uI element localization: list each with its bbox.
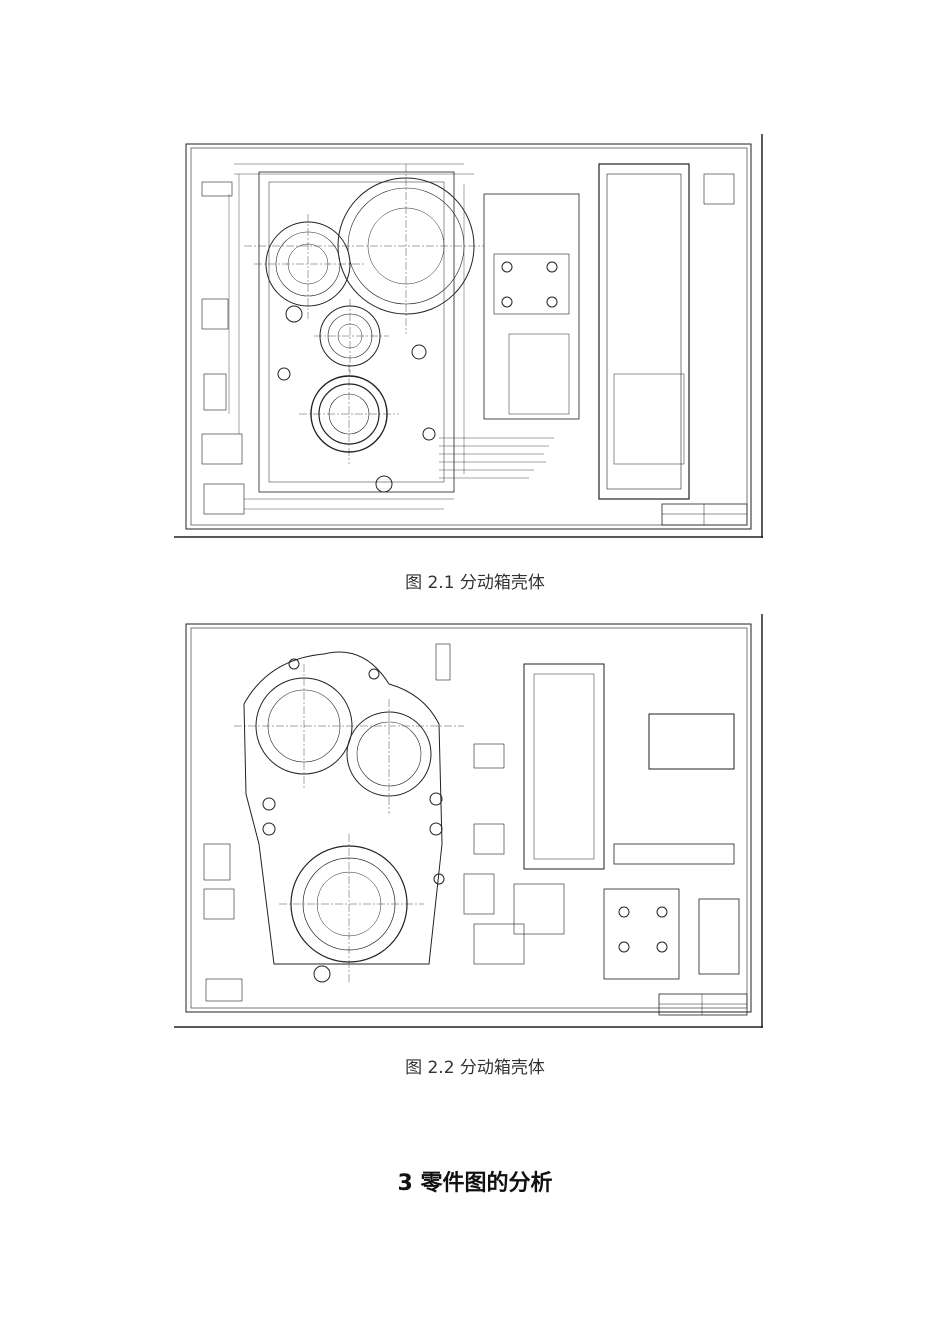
engineering-drawing-image — [174, 134, 763, 538]
figure-2-2-caption: 图 2.2 分动箱壳体 — [405, 1058, 545, 1078]
figure-2-1-caption: 图 2.1 分动箱壳体 — [405, 573, 545, 593]
figure-2-2-drawing — [174, 614, 763, 1028]
figure-2-1-drawing — [174, 134, 763, 538]
section-heading: 3 零件图的分析 — [397, 1171, 553, 1196]
engineering-drawing-image — [174, 614, 763, 1028]
